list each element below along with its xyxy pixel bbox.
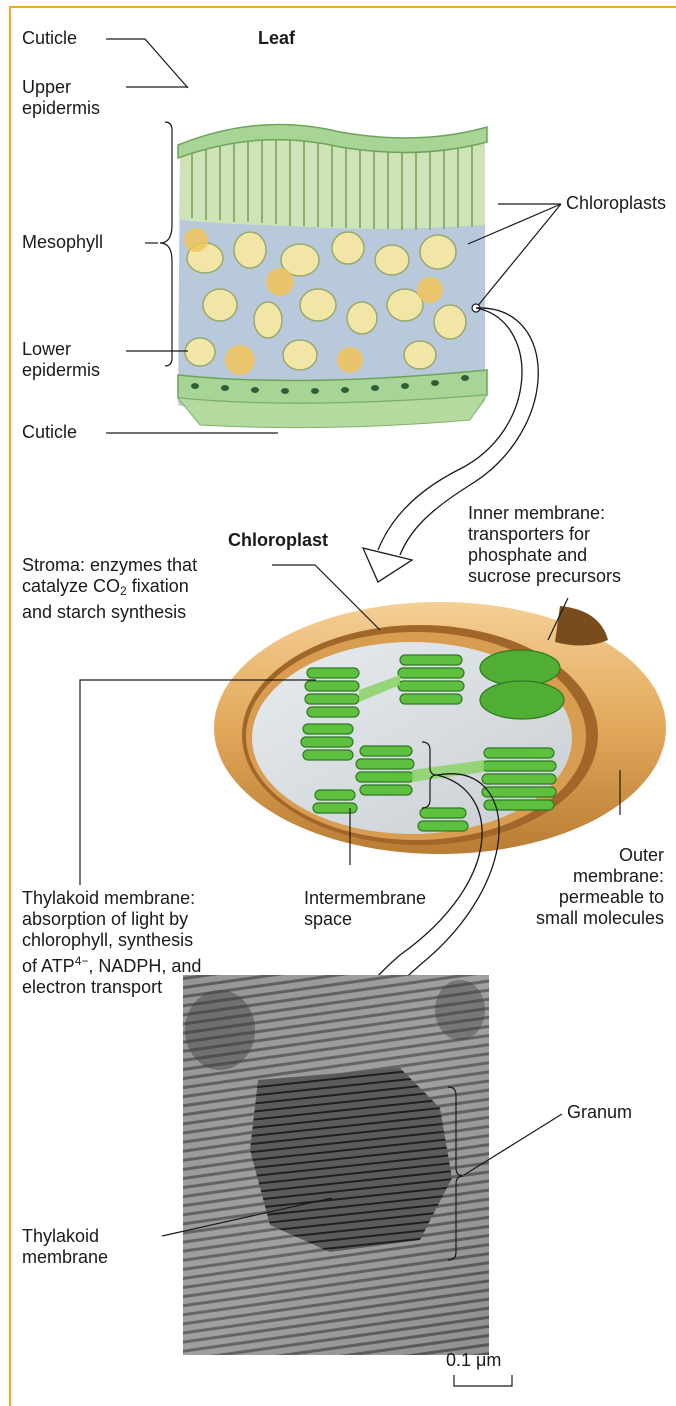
cuticle-top-label: Cuticle — [22, 28, 77, 49]
stroma-line-2-end: fixation — [127, 576, 189, 596]
stroma-line-2-start: catalyze CO — [22, 576, 120, 596]
scale-bar-label: 0.1 μm — [446, 1350, 501, 1371]
co2-subscript: 2 — [120, 584, 127, 598]
atp-superscript: 4− — [75, 954, 89, 968]
thylakoid-line-4: of ATP4−, NADPH, and — [22, 951, 201, 977]
lower-epidermis-line-1: Lower — [22, 339, 100, 360]
thylakoid-line-1: Thylakoid membrane: — [22, 888, 201, 909]
thylakoid-line-2: absorption of light by — [22, 909, 201, 930]
inner-membrane-line-4: sucrose precursors — [468, 566, 621, 587]
stroma-line-3: and starch synthesis — [22, 602, 197, 623]
mesophyll-label: Mesophyll — [22, 232, 103, 253]
outer-membrane-line-4: small molecules — [514, 908, 664, 929]
upper-epidermis-line-2: epidermis — [22, 98, 100, 119]
micrograph-thylakoid-label: Thylakoid membrane — [22, 1226, 108, 1268]
outer-membrane-line-2: membrane: — [514, 866, 664, 887]
thylakoid-line-4-start: of ATP — [22, 956, 75, 976]
thylakoid-membrane-label: Thylakoid membrane: absorption of light … — [22, 888, 201, 998]
intermembrane-space-label: Intermembrane space — [304, 888, 426, 930]
chloroplast-illustration — [214, 602, 666, 854]
micrograph-thylakoid-line-2: membrane — [22, 1247, 108, 1268]
cuticle-bottom-label: Cuticle — [22, 422, 77, 443]
thylakoid-line-3: chlorophyll, synthesis — [22, 930, 201, 951]
upper-epidermis-label: Upper epidermis — [22, 77, 100, 119]
inner-membrane-line-1: Inner membrane: — [468, 503, 621, 524]
inner-membrane-line-3: phosphate and — [468, 545, 621, 566]
thylakoid-line-5: electron transport — [22, 977, 201, 998]
leaf-cross-section — [178, 124, 487, 427]
lower-epidermis-line-2: epidermis — [22, 360, 100, 381]
outer-membrane-line-1: Outer — [514, 845, 664, 866]
intermembrane-line-2: space — [304, 909, 426, 930]
intermembrane-line-1: Intermembrane — [304, 888, 426, 909]
thylakoid-line-4-end: , NADPH, and — [88, 956, 201, 976]
electron-micrograph — [183, 975, 489, 1355]
chloroplast-title: Chloroplast — [228, 530, 328, 551]
inner-membrane-line-2: transporters for — [468, 524, 621, 545]
stroma-line-1: Stroma: enzymes that — [22, 555, 197, 576]
lower-epidermis-label: Lower epidermis — [22, 339, 100, 381]
stroma-label: Stroma: enzymes that catalyze CO2 fixati… — [22, 555, 197, 623]
leaf-title: Leaf — [258, 28, 295, 49]
outer-membrane-label: Outer membrane: permeable to small molec… — [514, 845, 664, 929]
micrograph-thylakoid-line-1: Thylakoid — [22, 1226, 108, 1247]
inner-membrane-label: Inner membrane: transporters for phospha… — [468, 503, 621, 587]
upper-epidermis-line-1: Upper — [22, 77, 100, 98]
stroma-line-2: catalyze CO2 fixation — [22, 576, 197, 602]
outer-membrane-line-3: permeable to — [514, 887, 664, 908]
granum-label: Granum — [567, 1102, 632, 1123]
chloroplasts-label: Chloroplasts — [566, 193, 666, 214]
